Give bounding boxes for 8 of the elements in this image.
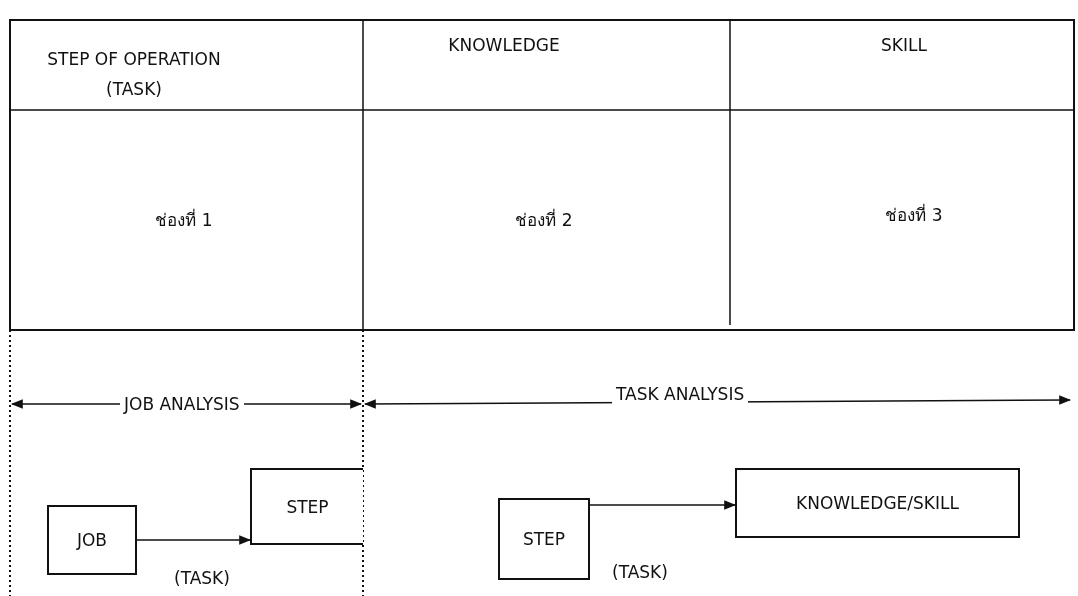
process-box: STEP	[498, 498, 590, 580]
span-label: JOB ANALYSIS	[120, 394, 244, 414]
process-box: KNOWLEDGE/SKILL	[735, 468, 1020, 538]
span-label: TASK ANALYSIS	[612, 384, 749, 404]
arrow	[589, 500, 737, 510]
arrow	[136, 535, 252, 545]
process-box: STEP	[250, 468, 363, 545]
process-box: JOB	[47, 505, 137, 575]
